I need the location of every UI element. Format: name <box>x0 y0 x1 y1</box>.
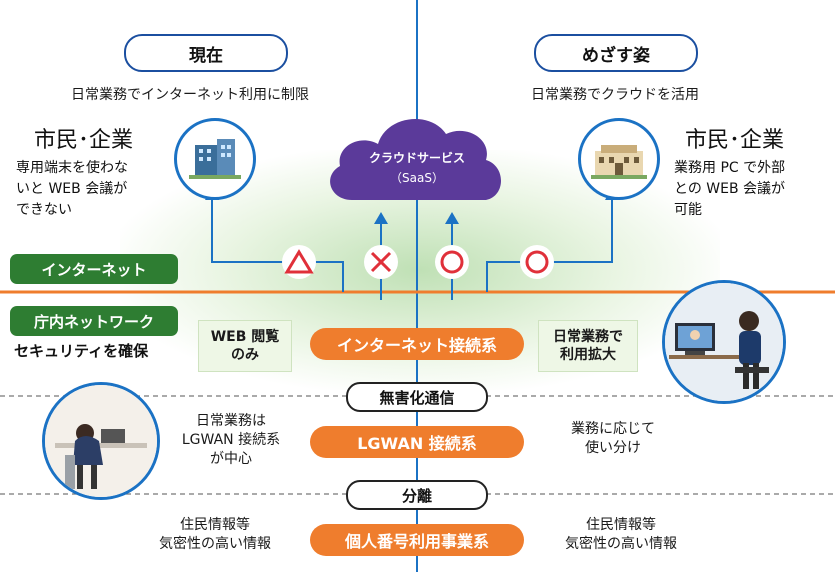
left-citizen-title: 市民･企業 <box>34 128 134 153</box>
tired-worker-illustration <box>42 382 160 500</box>
sanitize-pill: 無害化通信 <box>346 382 488 412</box>
current-subtitle: 日常業務でインターネット利用に制限 <box>71 87 309 103</box>
right-building-icon <box>578 118 660 200</box>
mark-cross <box>364 245 398 279</box>
current-state-pill: 現在 <box>124 34 288 72</box>
mark-circle-1 <box>435 245 469 279</box>
lgwan-system-pill: LGWAN 接続系 <box>310 426 524 458</box>
resident-left-note: 住民情報等 気密性の高い情報 <box>159 517 271 552</box>
right-citizen-title: 市民･企業 <box>685 128 785 153</box>
web-browse-note: WEB 閲覧 のみ <box>198 320 292 372</box>
remote-worker-illustration <box>662 280 786 404</box>
cloud-shape <box>330 119 501 200</box>
arrow-to-left-building <box>211 198 344 292</box>
daily-expand-note: 日常業務で 利用拡大 <box>538 320 638 372</box>
separate-pill: 分離 <box>346 480 488 510</box>
lgwan-right-note: 業務に応じて 使い分け <box>571 421 655 456</box>
resident-right-note: 住民情報等 気密性の高い情報 <box>565 517 677 552</box>
left-building-icon <box>174 118 256 200</box>
internet-system-pill: インターネット接続系 <box>310 328 524 360</box>
mark-circle-2 <box>520 245 554 279</box>
lgwan-left-note: 日常業務は LGWAN 接続系 が中心 <box>181 413 281 467</box>
cloud-sublabel: （SaaS） <box>390 171 444 185</box>
intranet-label: 庁内ネットワーク <box>10 306 178 336</box>
arrowhead-cloud-2 <box>445 212 459 224</box>
security-label: セキュリティを確保 <box>14 342 149 360</box>
cloud-label: クラウドサービス <box>368 151 465 165</box>
mynumber-system-pill: 個人番号利用事業系 <box>310 524 524 556</box>
internet-label: インターネット <box>10 254 178 284</box>
target-subtitle: 日常業務でクラウドを活用 <box>531 87 699 103</box>
arrowhead-cloud-1 <box>374 212 388 224</box>
target-state-pill: めざす姿 <box>534 34 698 72</box>
left-citizen-desc: 専用端末を使わな いと WEB 会議が できない <box>16 160 128 218</box>
right-citizen-desc: 業務用 PC で外部 との WEB 会議が 可能 <box>674 160 786 218</box>
mark-triangle <box>282 245 316 279</box>
